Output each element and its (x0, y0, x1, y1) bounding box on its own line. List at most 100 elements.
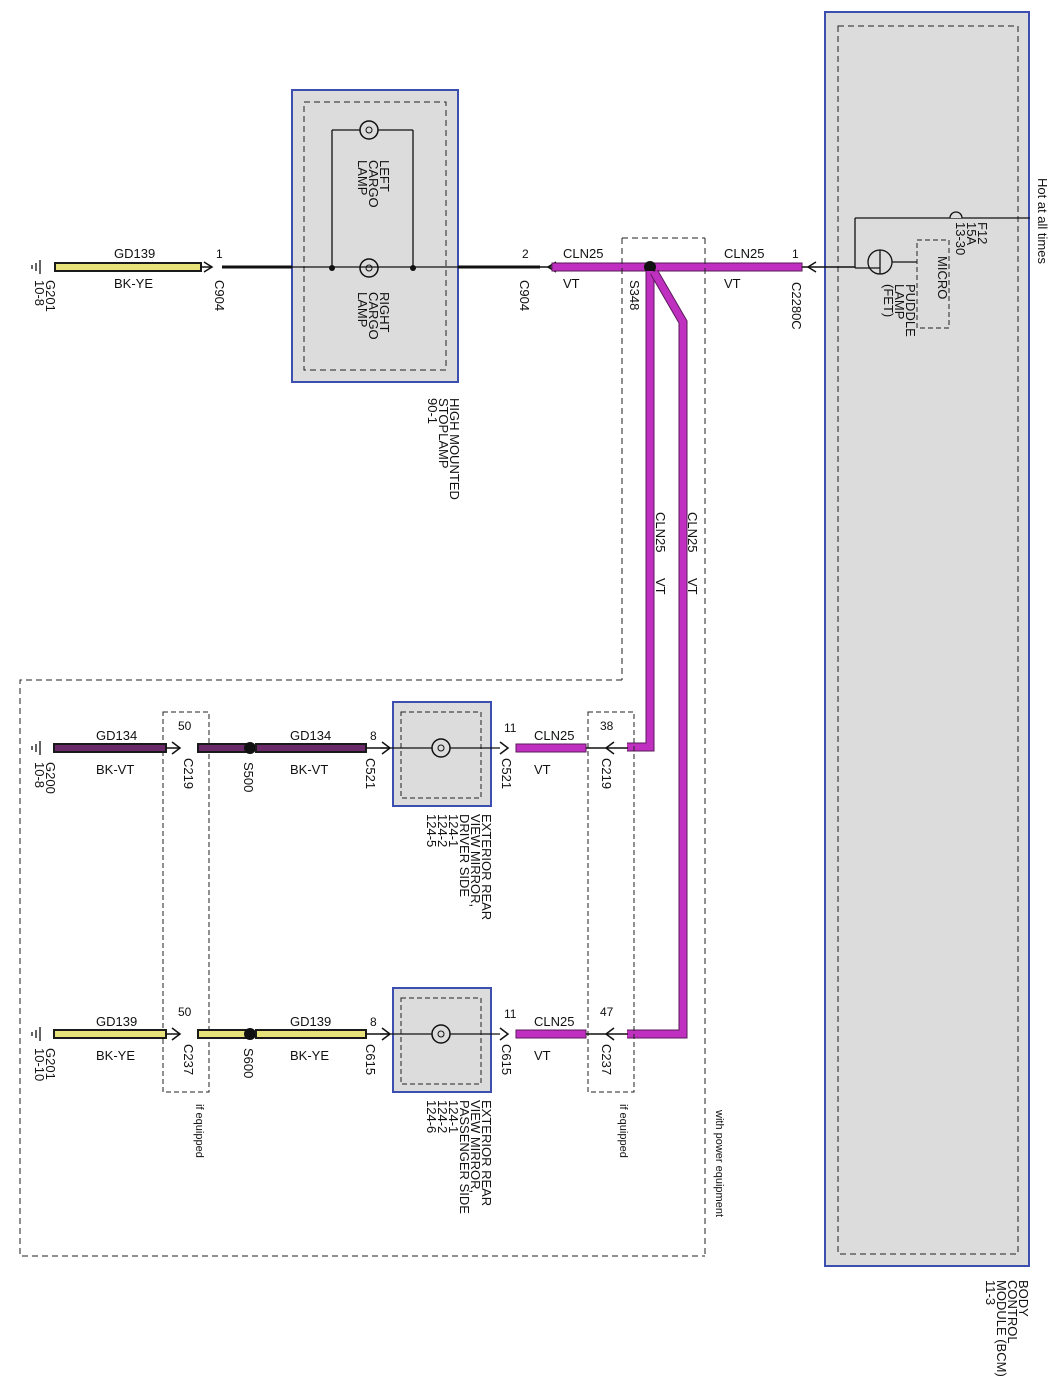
cln25-riser2-label: CLN25 (685, 512, 700, 552)
splice-s348 (644, 261, 656, 273)
c521-pin11-connector (499, 741, 510, 755)
svg-text:EXTERIOR REAR: EXTERIOR REAR (479, 1100, 494, 1206)
vt-riser1-label: VT (653, 578, 668, 595)
svg-text:LAMP: LAMP (355, 292, 370, 327)
wire-gd139-ground (53, 1029, 167, 1039)
c615-right-label: C615 (499, 1044, 514, 1075)
top-circuit: GD139 BK-YE 1 2 CLN25 VT CLN25 VT 1 C904… (31, 237, 855, 1256)
c521-pin11-label: 11 (504, 721, 517, 735)
svg-text:(FET): (FET) (881, 284, 896, 317)
mirror-passenger-label: EXTERIOR REAR VIEW MIRROR, PASSENGER SID… (424, 1100, 494, 1214)
svg-text:VIEW MIRROR,: VIEW MIRROR, (468, 1100, 483, 1193)
if-equipped-note-left: if equipped (193, 1104, 205, 1158)
wire-gd139-top (54, 262, 202, 272)
bk-ye-passenger-right-label: BK-YE (290, 1048, 329, 1063)
svg-text:CARGO: CARGO (366, 292, 381, 340)
svg-text:124-6: 124-6 (424, 1100, 439, 1133)
c904-left-label: C904 (212, 280, 227, 311)
wire-cln25-top (551, 262, 803, 272)
wire-cln25-passenger (515, 1029, 587, 1039)
svg-text:DRIVER SIDE: DRIVER SIDE (457, 814, 472, 897)
with-power-equipment-note: with power equipment (713, 1109, 725, 1217)
cln25-passenger-label: CLN25 (534, 1014, 574, 1029)
bcm-label: BODY CONTROL MODULE (BCM) 11-3 (983, 1280, 1031, 1377)
left-cargo-lamp-icon (359, 120, 379, 140)
mirror-driver-inner-outline (400, 711, 482, 799)
c521-left-label: C521 (363, 758, 378, 789)
svg-text:G201: G201 (43, 1048, 58, 1080)
svg-text:BODY: BODY (1016, 1280, 1031, 1317)
mirror-passenger-inner-outline (400, 997, 482, 1085)
s348-label: S348 (627, 280, 642, 310)
c521-right-label: C521 (499, 758, 514, 789)
svg-text:15A: 15A (964, 222, 979, 245)
c904-pin2-label: 2 (522, 247, 529, 261)
right-cargo-lamp-label: RIGHT CARGO LAMP (355, 292, 392, 340)
c615-pin11-connector (499, 1027, 510, 1041)
c904-right-label: C904 (517, 280, 532, 311)
wire-gd134-splice-left (197, 743, 249, 753)
mirror-passenger-box (392, 987, 492, 1093)
s600-label: S600 (241, 1048, 256, 1078)
bk-vt-driver-left-label: BK-VT (96, 762, 134, 777)
vt-riser2-label: VT (685, 578, 700, 595)
svg-text:G201: G201 (43, 280, 58, 312)
c237-right-label: C237 (599, 1044, 614, 1075)
power-equipment-outline (19, 679, 705, 1257)
riser-cln25-driver (627, 271, 654, 751)
svg-text:STOPLAMP: STOPLAMP (436, 398, 451, 469)
wire-gd139-splice-left (197, 1029, 249, 1039)
c615-pin8-label: 8 (370, 1015, 377, 1029)
s500-label: S500 (241, 762, 256, 792)
fuse-icon (949, 211, 963, 219)
svg-text:MODULE (BCM): MODULE (BCM) (994, 1280, 1009, 1377)
passenger-row: GD139 BK-YE GD139 BK-YE CLN25 VT 50 8 11… (31, 1005, 628, 1081)
fuse-label: F12 15A 13-30 (953, 222, 990, 255)
wire-gd134-ground (53, 743, 167, 753)
c219-right-label: C219 (599, 758, 614, 789)
svg-text:124-1: 124-1 (446, 814, 461, 847)
left-cargo-lamp-label: LEFT CARGO LAMP (355, 160, 392, 208)
svg-text:EXTERIOR REAR: EXTERIOR REAR (479, 814, 494, 920)
micro-box (916, 239, 950, 329)
svg-text:G200: G200 (43, 762, 58, 794)
wire-gd139-mirror (255, 1029, 367, 1039)
svg-text:LAMP: LAMP (892, 284, 907, 319)
stoplamp-label: HIGH MOUNTED STOPLAMP 90-1 (425, 398, 462, 500)
power-equipment-region: with power equipment if equipped if equi… (19, 679, 725, 1257)
g201-top-label: G201 10-8 (32, 280, 58, 312)
wire-cln25-driver (515, 743, 587, 753)
bk-ye-top-label: BK-YE (114, 276, 153, 291)
svg-text:10-8: 10-8 (32, 762, 47, 788)
wire-gd134-mirror (255, 743, 367, 753)
c237-pin50-label: 50 (178, 1005, 192, 1019)
riser-cln25-passenger (627, 270, 687, 1038)
fuse-supply-note: Hot at all times (1035, 178, 1050, 264)
splice-s600 (244, 1028, 256, 1040)
g201-bottom-label: G201 10-10 (32, 1048, 58, 1081)
puddle-lamp-label: PUDDLE LAMP (FET) (881, 284, 918, 337)
if-equipped-box-left (162, 711, 210, 1093)
svg-text:124-1: 124-1 (446, 1100, 461, 1133)
vt-driver-label: VT (534, 762, 551, 777)
svg-text:PASSENGER SIDE: PASSENGER SIDE (457, 1100, 472, 1214)
gd134-driver-left-label: GD134 (96, 728, 137, 743)
cln25-riser1-label: CLN25 (653, 512, 668, 552)
splice-s500 (244, 742, 256, 754)
high-mounted-stoplamp: LEFT CARGO LAMP RIGHT CARGO LAMP HIGH MO… (291, 89, 462, 500)
svg-text:CONTROL: CONTROL (1005, 1280, 1020, 1344)
if-equipped-box-right (587, 711, 635, 1093)
micro-label: MICRO (935, 256, 950, 299)
bcm-inner-outline (837, 25, 1019, 1255)
c615-pin11-label: 11 (504, 1007, 517, 1021)
svg-text:PUDDLE: PUDDLE (903, 284, 918, 337)
c219-pin50-label: 50 (178, 719, 192, 733)
cln25-top-left-label: CLN25 (563, 246, 603, 261)
c904-pin1-label: 1 (216, 247, 223, 261)
c2280c-pin-label: 1 (792, 247, 799, 261)
mirror-driver-lamp-icon (431, 738, 451, 758)
gd139-passenger-right-label: GD139 (290, 1014, 331, 1029)
c237-pin47-label: 47 (600, 1005, 614, 1019)
gd139-top-label: GD139 (114, 246, 155, 261)
